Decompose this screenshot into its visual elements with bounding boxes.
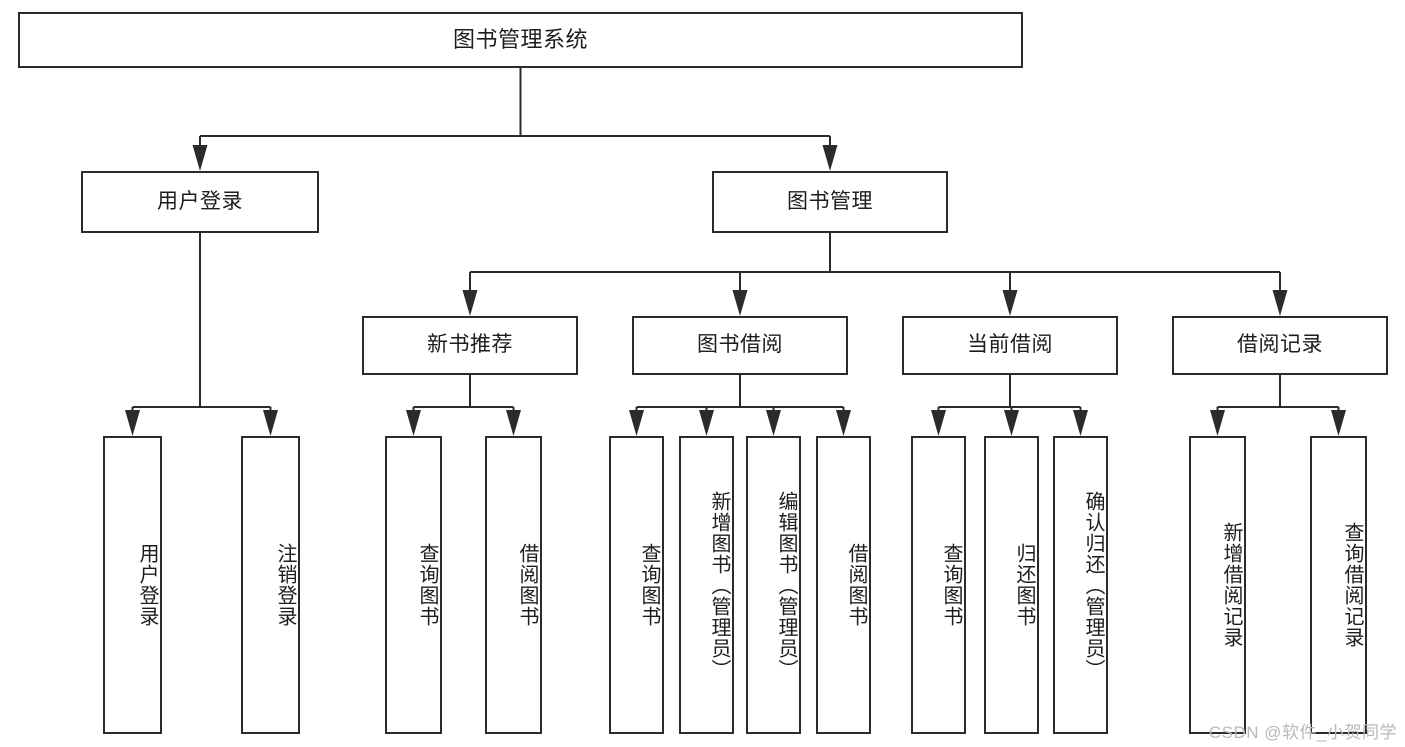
node-new-book-rec[interactable]: 新书推荐 bbox=[362, 316, 578, 375]
node-label-leaf-return-book: 归还图书 bbox=[1013, 543, 1035, 627]
node-book-manage[interactable]: 图书管理 bbox=[712, 171, 948, 233]
node-label-current-borrow: 当前借阅 bbox=[967, 333, 1053, 357]
node-leaf-query-book-rec[interactable]: 查询图书 bbox=[385, 436, 442, 734]
node-leaf-query-book-cur[interactable]: 查询图书 bbox=[911, 436, 966, 734]
node-label-borrow-record: 借阅记录 bbox=[1237, 333, 1323, 357]
node-borrow-record[interactable]: 借阅记录 bbox=[1172, 316, 1388, 375]
node-label-leaf-user-login: 用户登录 bbox=[136, 543, 158, 627]
node-book-borrow[interactable]: 图书借阅 bbox=[632, 316, 848, 375]
node-leaf-query-record[interactable]: 查询借阅记录 bbox=[1310, 436, 1367, 734]
node-leaf-borrow-book[interactable]: 借阅图书 bbox=[816, 436, 871, 734]
node-label-leaf-query-book-cur: 查询图书 bbox=[940, 543, 962, 627]
node-label-leaf-add-book: 新增图书（管理员） bbox=[708, 490, 730, 680]
node-user-login[interactable]: 用户登录 bbox=[81, 171, 319, 233]
node-label-user-login: 用户登录 bbox=[157, 189, 243, 213]
node-root[interactable]: 图书管理系统 bbox=[18, 12, 1023, 68]
node-label-leaf-logout: 注销登录 bbox=[274, 543, 296, 627]
node-label-leaf-add-record: 新增借阅记录 bbox=[1220, 522, 1242, 648]
node-leaf-add-book[interactable]: 新增图书（管理员） bbox=[679, 436, 734, 734]
node-label-new-book-rec: 新书推荐 bbox=[427, 333, 513, 357]
node-leaf-edit-book[interactable]: 编辑图书（管理员） bbox=[746, 436, 801, 734]
node-label-leaf-query-book-borrow: 查询图书 bbox=[638, 543, 660, 627]
node-leaf-confirm-return[interactable]: 确认归还（管理员） bbox=[1053, 436, 1108, 734]
watermark-label: CSDN @软件_小贺同学 bbox=[1208, 723, 1397, 742]
node-label-leaf-confirm-return: 确认归还（管理员） bbox=[1082, 490, 1104, 680]
node-leaf-logout[interactable]: 注销登录 bbox=[241, 436, 300, 734]
node-label-leaf-borrow-book-rec: 借阅图书 bbox=[516, 543, 538, 627]
node-current-borrow[interactable]: 当前借阅 bbox=[902, 316, 1118, 375]
node-leaf-add-record[interactable]: 新增借阅记录 bbox=[1189, 436, 1246, 734]
node-label-leaf-query-book-rec: 查询图书 bbox=[416, 543, 438, 627]
node-leaf-borrow-book-rec[interactable]: 借阅图书 bbox=[485, 436, 542, 734]
node-label-leaf-query-record: 查询借阅记录 bbox=[1341, 522, 1363, 648]
node-leaf-return-book[interactable]: 归还图书 bbox=[984, 436, 1039, 734]
node-leaf-user-login[interactable]: 用户登录 bbox=[103, 436, 162, 734]
node-leaf-query-book-borrow[interactable]: 查询图书 bbox=[609, 436, 664, 734]
node-label-leaf-borrow-book: 借阅图书 bbox=[845, 543, 867, 627]
node-label-book-manage: 图书管理 bbox=[787, 189, 873, 213]
node-label-root: 图书管理系统 bbox=[452, 27, 588, 53]
node-label-leaf-edit-book: 编辑图书（管理员） bbox=[775, 490, 797, 680]
node-label-book-borrow: 图书借阅 bbox=[697, 333, 783, 357]
